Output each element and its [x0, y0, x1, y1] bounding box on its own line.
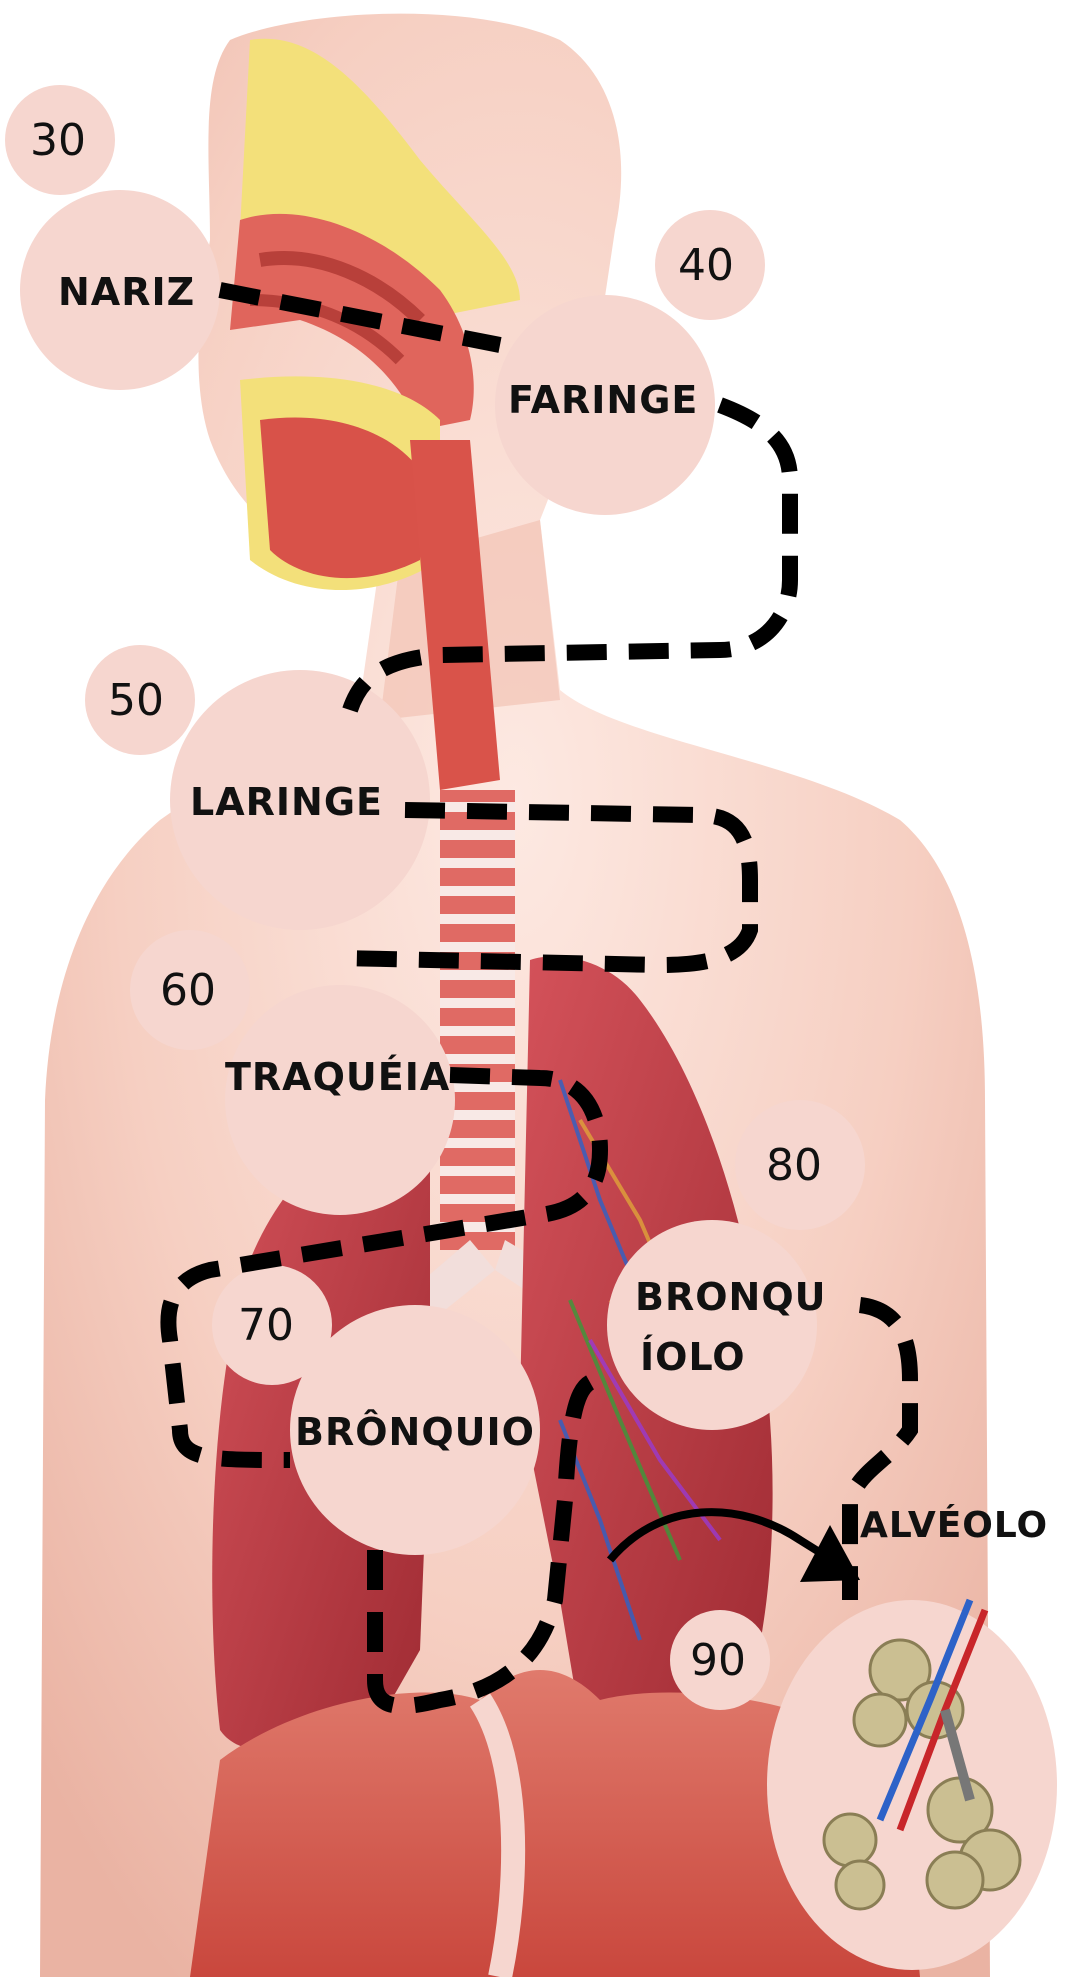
label-bronquiolo-line1: BRONQU	[635, 1275, 827, 1319]
alveolus-inset	[767, 1600, 1057, 1970]
points-faringe: 40	[678, 240, 734, 291]
points-nariz: 30	[30, 115, 86, 166]
label-alveolo: ALVÉOLO	[860, 1505, 1048, 1546]
points-laringe: 50	[108, 675, 164, 726]
points-traqueia: 60	[160, 965, 216, 1016]
label-nariz: NARIZ	[58, 270, 195, 314]
points-alveolo: 90	[690, 1635, 746, 1686]
label-bronquiolo-line2: ÍOLO	[640, 1335, 746, 1379]
label-bronquio: BRÔNQUIO	[295, 1410, 535, 1454]
label-traqueia: TRAQUÉIA	[225, 1055, 450, 1099]
label-faringe: FARINGE	[508, 378, 698, 422]
points-bronquio: 70	[238, 1300, 294, 1351]
points-bronquiolo: 80	[766, 1140, 822, 1191]
label-laringe: LARINGE	[190, 780, 383, 824]
